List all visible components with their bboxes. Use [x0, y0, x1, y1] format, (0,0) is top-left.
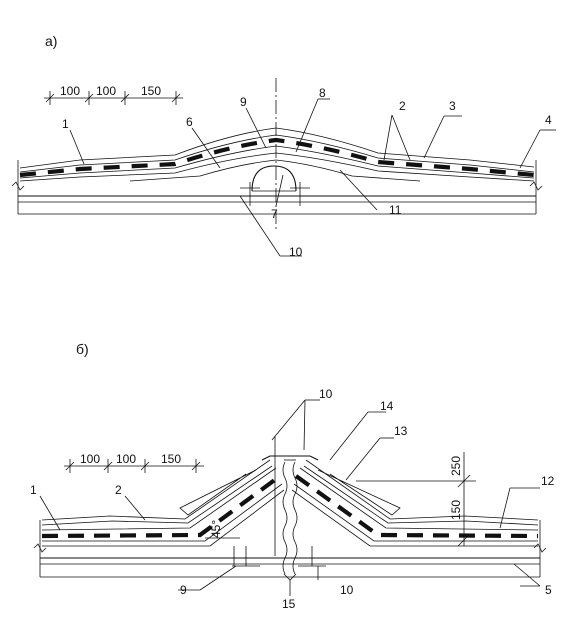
- compensator-arch: [251, 165, 297, 192]
- callout-label: 9: [180, 583, 187, 597]
- dimension-label: 100: [60, 84, 80, 98]
- callout-label: 1: [62, 117, 69, 131]
- dimension-label: 150: [449, 500, 463, 520]
- dimension-label: 100: [96, 84, 116, 98]
- callout-label: 6: [186, 115, 193, 129]
- ridge-cap: [261, 455, 319, 461]
- callout-label: 13: [394, 424, 408, 438]
- dimension-label: 150: [141, 84, 161, 98]
- callout-label: 7: [271, 207, 278, 221]
- figure-a-dimension-chain: 100 100 150: [44, 84, 183, 105]
- dimension-label: 150: [161, 452, 181, 466]
- figure-a-base-slab: [11, 160, 543, 215]
- figure-a-roof-layers: [19, 127, 535, 182]
- angle-label: 45°: [209, 520, 223, 538]
- figure-a-title: а): [45, 33, 57, 49]
- callout-label: 14: [380, 399, 394, 413]
- figure-b-dimension-chain: 100 100 150: [64, 452, 204, 473]
- figure-b-right-roof-layers: [179, 459, 539, 547]
- callout-label: 8: [319, 86, 326, 100]
- dimension-label: 100: [116, 452, 136, 466]
- callout-label: 10: [289, 245, 303, 259]
- callout-label: 12: [541, 474, 555, 488]
- callout-label: 2: [115, 483, 122, 497]
- callout-label: 15: [282, 597, 296, 611]
- figure-b-base-slab: [33, 520, 547, 578]
- figure-b-left-roof-layers: [41, 459, 285, 547]
- figure-b-title: б): [76, 341, 89, 357]
- callout-label: 5: [545, 583, 552, 597]
- callout-label: 4: [545, 113, 552, 127]
- figure-b: б) 100 100 150: [30, 341, 555, 611]
- figure-b-vertical-dimensions: 250 150: [356, 452, 476, 547]
- figure-b-callouts: 1 2 5 9 10 10 12 13 14 15: [30, 387, 555, 611]
- callout-label: 9: [240, 95, 247, 109]
- callout-label: 10: [319, 387, 333, 401]
- dimension-label: 250: [449, 456, 463, 476]
- callout-label: 1: [30, 483, 37, 497]
- callout-label: 10: [340, 583, 354, 597]
- figure-a-slab-joint: [240, 182, 310, 206]
- callout-label: 3: [449, 99, 456, 113]
- callout-label: 11: [389, 203, 402, 217]
- dimension-label: 100: [80, 452, 100, 466]
- figure-a-callouts: 1 2 3 4 6 7 8 9 10 11: [62, 86, 556, 259]
- elastic-filler: [282, 461, 298, 575]
- callout-label: 2: [399, 99, 406, 113]
- figure-a: а) 100 100 150: [11, 33, 556, 259]
